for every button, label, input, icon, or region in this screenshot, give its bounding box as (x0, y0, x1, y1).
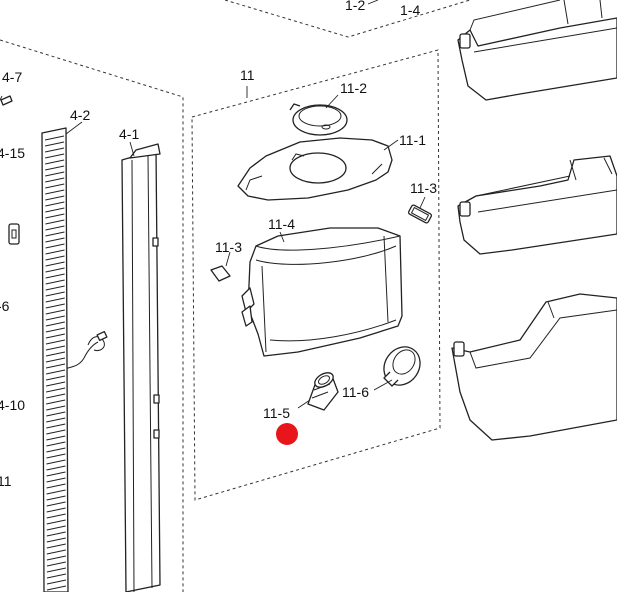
lid-11-1 (237, 137, 393, 201)
cap-11-2 (289, 103, 348, 136)
water-tank-11-4 (241, 227, 403, 357)
valve-11-5 (307, 372, 339, 411)
label-1-4: 1-4 (400, 2, 420, 18)
part-4-7 (0, 95, 13, 106)
door-bin-middle (457, 155, 617, 255)
label-11-edge: 11 (0, 473, 12, 489)
label-6: -6 (0, 298, 10, 314)
label-11-1: 11-1 (399, 132, 426, 148)
vent-strip-4-2 (41, 127, 69, 592)
door-bin-bottom (451, 293, 617, 441)
door-rail-4-1 (121, 143, 161, 592)
group-outlines (0, 0, 471, 592)
label-11-3-left: 11-3 (215, 239, 242, 255)
door-bin-top (457, 0, 617, 101)
label-11-4: 11-4 (268, 216, 295, 232)
label-11-5: 11-5 (263, 405, 290, 421)
label-4-7: 4-7 (2, 69, 22, 85)
highlight-marker[interactable] (276, 423, 298, 445)
leader-lines (0, 0, 426, 409)
label-11-2: 11-2 (340, 80, 367, 96)
label-4-2: 4-2 (70, 107, 90, 123)
label-4-1: 4-1 (119, 126, 139, 142)
label-1-2: 1-2 (345, 0, 365, 13)
knob-11-6 (383, 346, 421, 387)
label-4-10: 4-10 (0, 397, 25, 413)
pad-11-3-right (407, 204, 433, 224)
label-4-15: 4-15 (0, 145, 25, 161)
label-11-6: 11-6 (342, 384, 369, 400)
label-11-3-right: 11-3 (410, 180, 437, 196)
label-11: 11 (240, 67, 255, 83)
part-labels: 1-2 1-4 11 11-2 11-1 11-3 11-4 11-3 11-6… (0, 0, 437, 489)
pad-11-3-left (210, 265, 231, 282)
part-4-15 (8, 223, 20, 245)
